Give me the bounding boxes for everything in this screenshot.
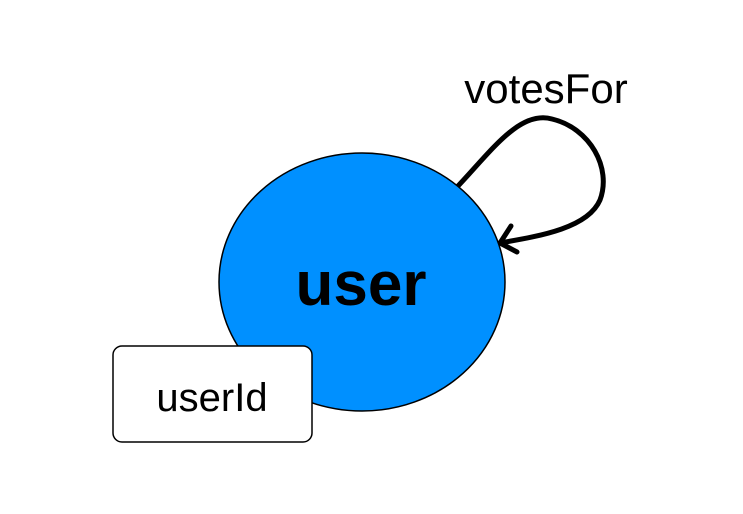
entity-label: user	[296, 250, 427, 319]
arrowhead-icon	[497, 223, 520, 255]
attribute-box[interactable]	[112, 345, 313, 443]
relationship-label: votesFor	[464, 65, 627, 112]
self-loop-edge	[455, 115, 606, 246]
attribute-label: userId	[156, 376, 267, 420]
